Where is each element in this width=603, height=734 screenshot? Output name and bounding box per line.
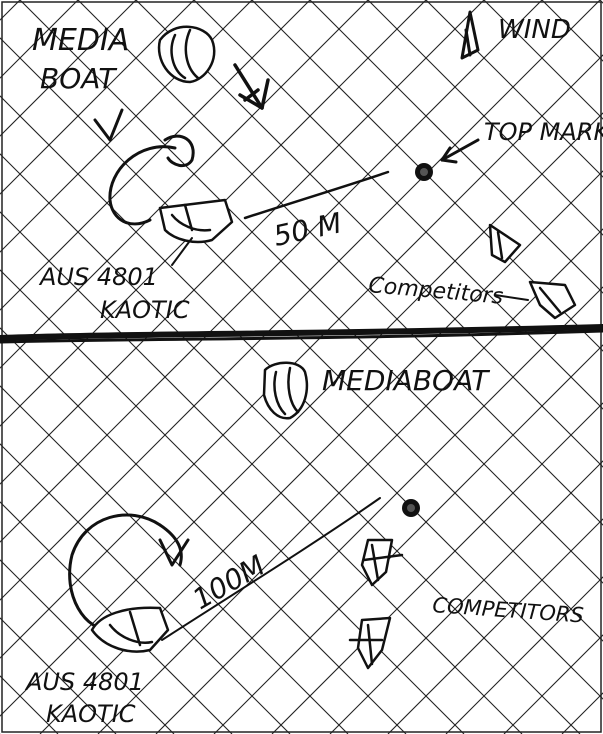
media-boat-bottom-icon (264, 363, 307, 419)
top-mark-label: TOP MARK (484, 118, 603, 146)
boat-bottom-label-2: KAOTIC (46, 700, 136, 728)
media-boat-bottom-label: MEDIABOAT (322, 364, 490, 397)
media-boat-top-label-2: BOAT (40, 62, 117, 95)
boat-bottom-label-1: AUS 4801 (24, 668, 144, 696)
wind-label: WIND (498, 15, 571, 45)
boat-top-label-1: AUS 4801 (38, 263, 158, 291)
bottom-mark-buoy-icon (402, 499, 420, 517)
boat-top-label-2: KAOTIC (100, 296, 190, 324)
top-mark-buoy-icon (415, 163, 433, 181)
media-boat-top-label-1: MEDIA (32, 23, 129, 58)
